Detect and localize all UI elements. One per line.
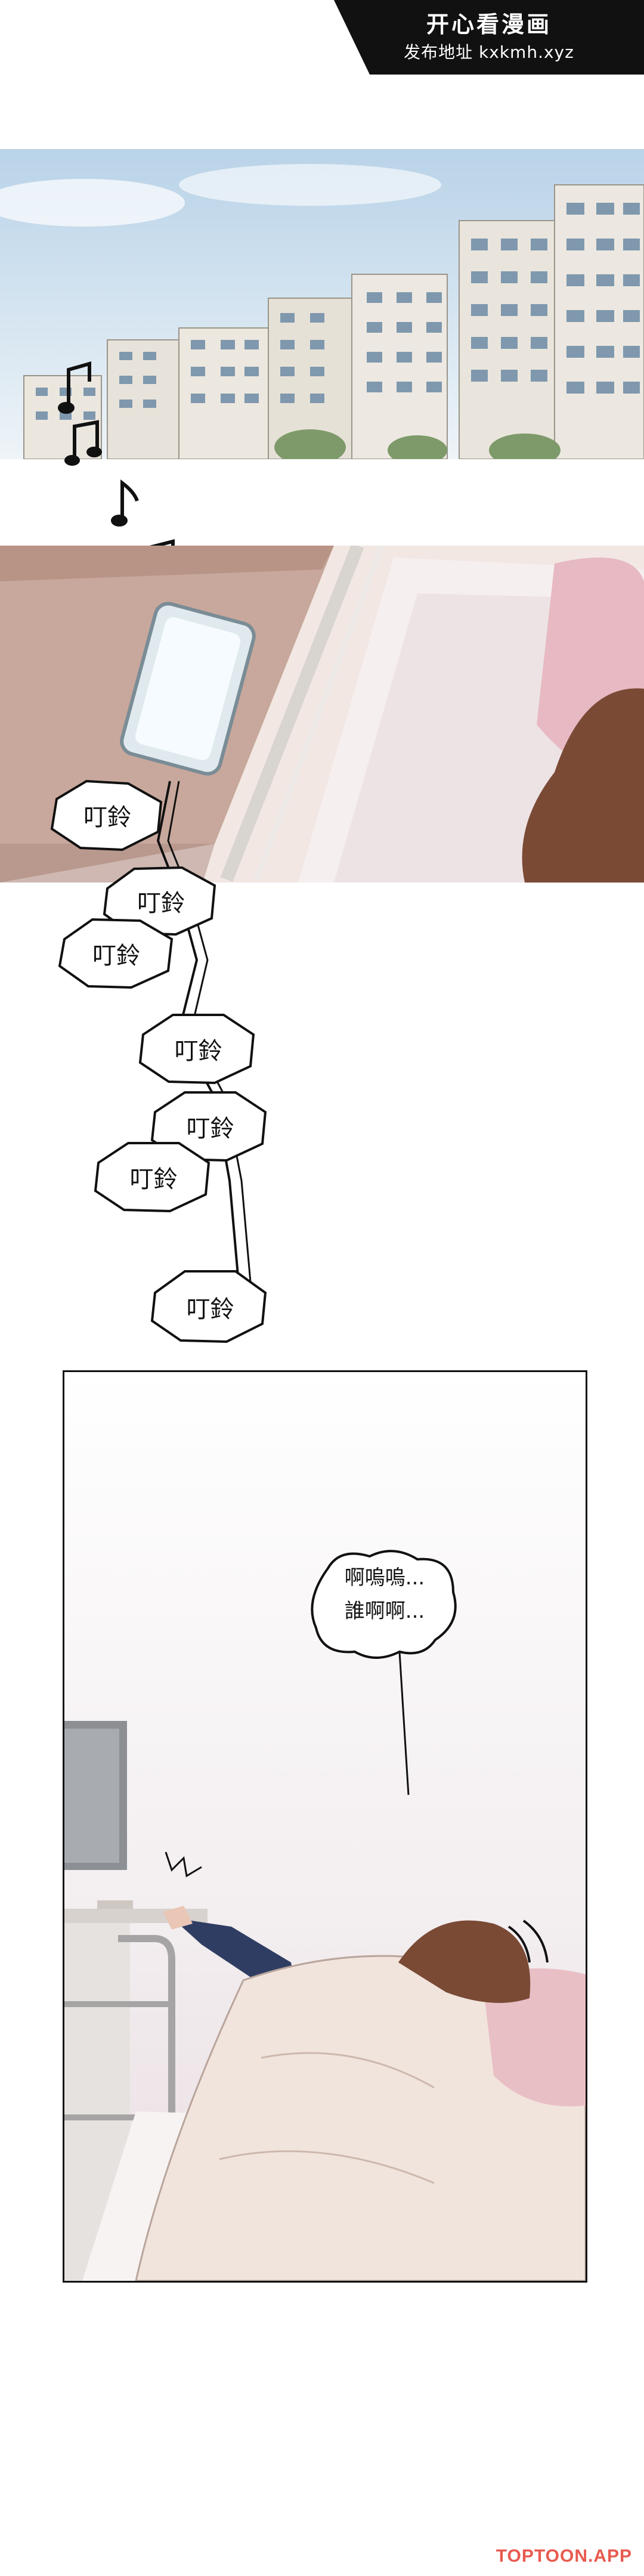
sfx-bubble-6 [94,1142,210,1213]
sfx-ring-1: 叮鈴 [83,804,131,831]
speech-line-1: 啊嗚嗚... [344,1566,425,1590]
music-note-icon [111,479,139,527]
music-note-icon [64,420,102,466]
music-note-icon [58,361,91,414]
speech-line-2: 誰啊啊... [344,1599,425,1623]
sfx-bubble-4 [138,1014,255,1085]
phone-icon [120,602,256,776]
banner-title: 开心看漫画 [426,11,552,38]
panel-apartments [0,149,644,459]
apartments-illustration [0,149,644,459]
bed-reach-illustration [64,1372,586,2281]
sfx-ring-2: 叮鈴 [137,890,185,917]
banner-shape [334,0,644,75]
speech-bubble [311,1550,457,1795]
sfx-ring-6: 叮鈴 [129,1166,178,1193]
sfx-bubble-1 [50,779,163,852]
site-banner: 开心看漫画 发布地址 kxkmh.xyz [334,0,644,75]
panel-bed-reach [63,1370,587,2283]
toptoon-watermark: TOPTOON.APP [496,2546,632,2566]
sfx-bubble-7 [150,1270,267,1343]
sfx-bubble-3 [58,918,174,989]
sfx-ring-7: 叮鈴 [186,1296,234,1323]
sfx-ring-4: 叮鈴 [174,1038,222,1065]
banner-subtitle: 发布地址 kxkmh.xyz [404,42,574,62]
sfx-ring-3: 叮鈴 [92,942,140,970]
sfx-ring-5: 叮鈴 [186,1115,234,1143]
